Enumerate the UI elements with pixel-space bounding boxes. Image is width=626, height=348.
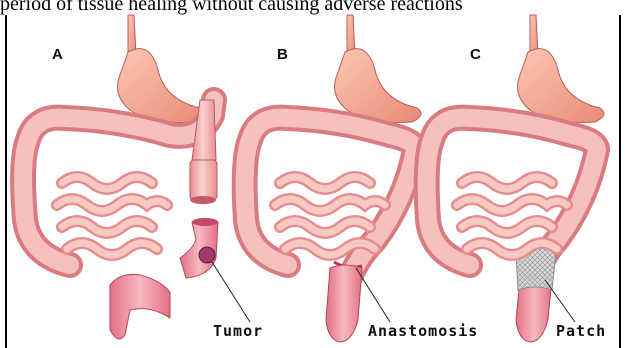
- panel-c-illustration: [427, 15, 604, 342]
- rectum-b: [326, 265, 362, 342]
- colon-stump-a: [190, 160, 217, 200]
- panel-b-illustration: [245, 15, 421, 342]
- rectum-a: [110, 274, 170, 339]
- stomach-a: [118, 49, 204, 123]
- panel-letter-a: A: [52, 46, 63, 63]
- resected-segment-a: [180, 219, 218, 279]
- label-tumor: Tumor: [213, 322, 263, 340]
- panel-letter-c: C: [470, 46, 481, 63]
- panel-letter-b: B: [277, 46, 288, 63]
- stomach-c: [518, 49, 604, 123]
- stomach-b: [335, 49, 421, 123]
- tumor-mass: [199, 247, 215, 263]
- label-anastomosis: Anastomosis: [368, 322, 478, 340]
- panel-a-illustration: [23, 15, 250, 339]
- anastomosis-leader-line: [356, 268, 390, 322]
- label-patch: Patch: [556, 322, 606, 340]
- tumor-leader-line: [212, 262, 250, 322]
